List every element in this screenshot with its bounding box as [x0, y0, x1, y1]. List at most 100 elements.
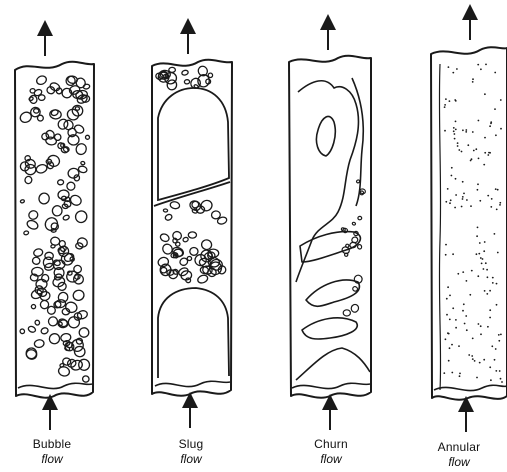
droplet [454, 133, 456, 135]
droplet [478, 120, 480, 122]
droplet [484, 137, 486, 139]
bubble [38, 192, 51, 205]
bubble [40, 300, 49, 309]
droplet [488, 152, 490, 154]
bubble [64, 301, 78, 314]
droplet [459, 375, 461, 377]
bubble [46, 154, 61, 168]
droplet [496, 304, 498, 306]
droplet [477, 275, 479, 277]
droplet [454, 99, 456, 101]
label-churn-line2: flow [286, 452, 376, 467]
droplet [455, 178, 457, 180]
bubble [33, 248, 44, 258]
droplet [480, 257, 482, 259]
bubble [24, 176, 32, 185]
droplet [457, 145, 459, 147]
bubble [67, 128, 77, 138]
bubble [30, 88, 35, 93]
droplet [465, 129, 467, 131]
slug-bubble [211, 210, 221, 219]
droplet [475, 148, 477, 150]
droplet [449, 319, 451, 321]
bubble [35, 74, 47, 85]
droplet [483, 268, 485, 270]
bubble [67, 271, 72, 275]
droplet [480, 68, 482, 70]
droplet [465, 315, 467, 317]
slug-bubble [181, 70, 188, 76]
droplet [480, 333, 482, 335]
droplet [501, 381, 503, 383]
droplet [468, 354, 470, 356]
droplet [497, 189, 499, 191]
droplet [462, 310, 464, 312]
droplet [453, 130, 455, 132]
droplet [489, 290, 491, 292]
droplet [444, 104, 446, 106]
bubble [85, 135, 89, 139]
droplet [483, 164, 485, 166]
droplet [490, 123, 492, 125]
droplet [478, 158, 480, 160]
droplet [495, 348, 497, 350]
churn-wave [296, 348, 370, 380]
churn-bubble [356, 179, 360, 183]
slug-bubble [182, 237, 188, 243]
bubble [73, 209, 88, 225]
droplet [474, 360, 476, 362]
label-annular-line1: Annular [414, 440, 504, 455]
label-annular-line2: flow [414, 455, 504, 470]
label-churn-line1: Churn [286, 437, 376, 452]
annular-pipe-bottom-rim [434, 385, 507, 390]
droplet [495, 188, 497, 190]
bubble [52, 205, 62, 216]
droplet [455, 319, 457, 321]
droplet [490, 206, 492, 208]
label-bubble-line1: Bubble [7, 437, 97, 452]
bubble [48, 332, 61, 345]
droplet [492, 277, 494, 279]
droplet [492, 282, 494, 284]
slug-bubble [217, 216, 228, 225]
droplet [464, 323, 466, 325]
annular-flow-droplets [443, 64, 503, 383]
churn-bubble [358, 216, 362, 220]
droplet [479, 242, 481, 244]
droplet [477, 227, 479, 229]
bubble [19, 328, 25, 334]
droplet [462, 271, 464, 273]
droplet [479, 200, 481, 202]
droplet [456, 68, 458, 70]
droplet [466, 199, 468, 201]
droplet [454, 207, 456, 209]
droplet [489, 366, 491, 368]
droplet [462, 198, 464, 200]
droplet [462, 196, 464, 198]
churn-bubble [357, 244, 362, 249]
droplet [486, 269, 488, 271]
droplet [472, 78, 474, 80]
droplet [478, 323, 480, 325]
bubble [33, 108, 39, 113]
droplet [449, 295, 451, 297]
bubble [57, 179, 64, 185]
bubble [82, 375, 90, 383]
droplet [487, 276, 489, 278]
droplet [481, 263, 483, 265]
droplet [466, 280, 468, 282]
droplet [448, 360, 450, 362]
bubble [32, 256, 41, 265]
droplet [491, 198, 493, 200]
droplet [487, 195, 489, 197]
droplet [455, 129, 457, 131]
droplet [453, 127, 455, 129]
droplet [452, 307, 454, 309]
churn-bubble [352, 222, 356, 225]
droplet [482, 258, 484, 260]
annular-pipe [431, 47, 507, 399]
bubble [80, 161, 85, 165]
annular-liquid-film [439, 64, 440, 390]
droplet [496, 283, 498, 285]
droplet [484, 93, 486, 95]
